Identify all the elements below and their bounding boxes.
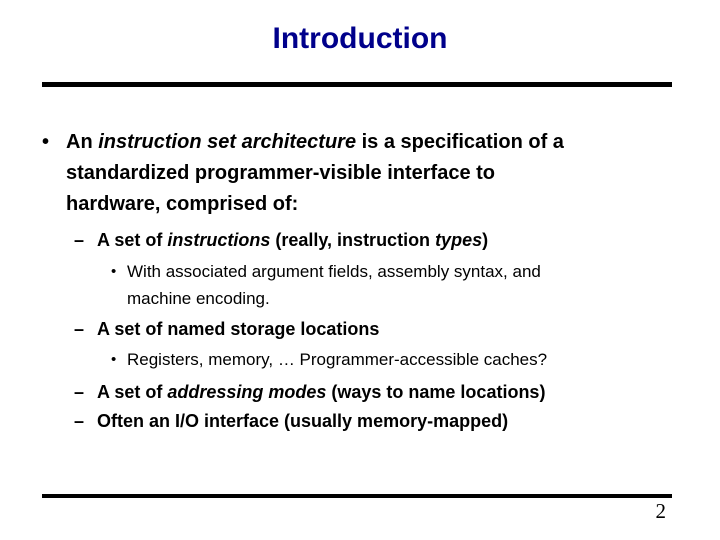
bullet-marker: – <box>74 230 85 250</box>
bullet-text: Registers, memory, … Programmer-accessib… <box>127 350 548 369</box>
bullet-marker: – <box>74 319 85 339</box>
title-divider-rule <box>42 82 672 87</box>
bullet-text: A set of addressing modes (ways to name … <box>97 382 546 402</box>
bullet-text: An instruction set architecture is a spe… <box>66 131 564 215</box>
bullet-text: A set of named storage locations <box>97 319 380 339</box>
slide-title: Introduction <box>272 22 448 55</box>
bullet-item-level-2: –A set of named storage locations <box>0 315 700 344</box>
bullet-text: With associated argument fields, assembl… <box>127 262 541 308</box>
bullet-text: Often an I/O interface (usually memory-m… <box>97 411 509 431</box>
bullet-list: • An instruction set architecture is a sp… <box>0 127 700 436</box>
bullet-marker: • <box>111 351 117 368</box>
bullet-item-level-3: • Registers, memory, … Programmer-accessi… <box>0 346 700 373</box>
bullet-item-level-1: • An instruction set architecture is a sp… <box>0 127 700 220</box>
footer-divider-rule <box>42 494 672 498</box>
bullet-item-level-2: –Often an I/O interface (usually memory-… <box>0 407 700 436</box>
bullet-marker: – <box>74 411 85 431</box>
bullet-item-level-2: –A set of addressing modes (ways to name… <box>0 378 700 407</box>
bullet-marker: – <box>74 382 85 402</box>
bullet-text: A set of instructions (really, instructi… <box>97 230 489 250</box>
bullet-marker: • <box>42 131 50 153</box>
bullet-item-level-2: –A set of instructions (really, instruct… <box>0 226 700 255</box>
bullet-item-level-3: • With associated argument fields, assemb… <box>0 258 700 312</box>
bullet-marker: • <box>111 263 117 280</box>
page-number: 2 <box>655 499 667 523</box>
